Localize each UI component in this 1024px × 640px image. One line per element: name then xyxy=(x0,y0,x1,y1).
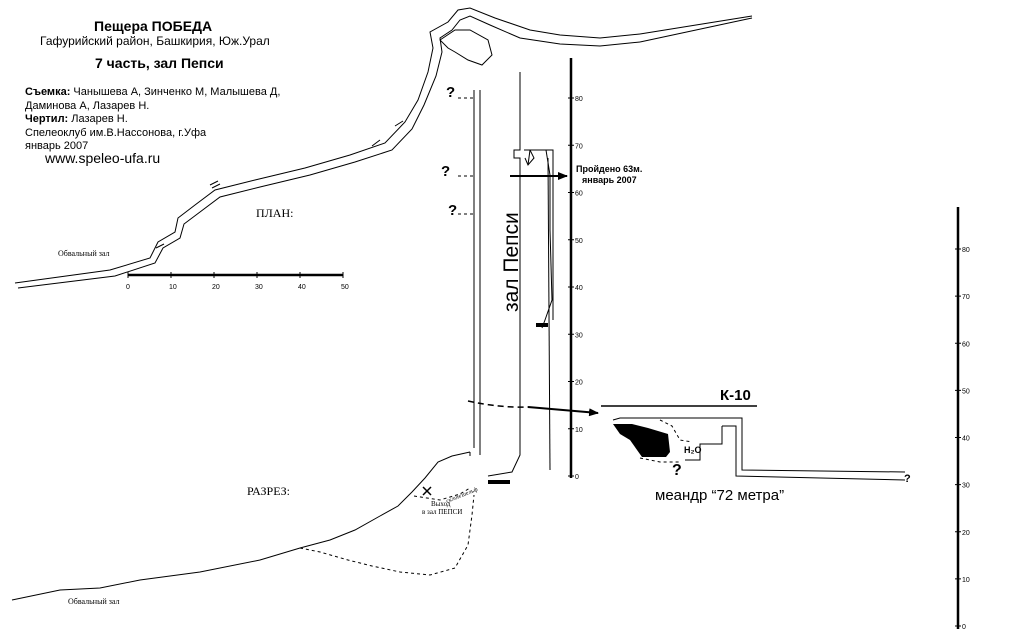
scale-tick-label: 80 xyxy=(962,247,970,254)
question-mark: ? xyxy=(441,163,450,180)
survey-line: Съемка: Чанышева А, Зинченко М, Малышева… xyxy=(25,86,280,100)
question-mark: ? xyxy=(672,462,682,479)
scale-tick-label: 10 xyxy=(169,284,177,291)
cave-title: Пещера ПОБЕДА xyxy=(94,18,213,34)
exit-label-2: в зал ПЕПСИ xyxy=(422,508,462,516)
scale-tick-label: 30 xyxy=(962,483,970,490)
part-title: 7 часть, зал Пепси xyxy=(95,55,224,71)
website-link[interactable]: www.speleo-ufa.ru xyxy=(45,150,161,166)
scale-tick-label: 20 xyxy=(575,380,583,387)
question-mark: ? xyxy=(448,202,457,219)
meander-name: меандр “72 метра” xyxy=(655,487,784,504)
plan-obval-label: Обвальный зал xyxy=(58,249,110,258)
section-label: РАЗРЕЗ: xyxy=(247,484,290,498)
meander-passage xyxy=(601,405,906,481)
scale-tick-label: 50 xyxy=(575,238,583,245)
scale-tick-label: 60 xyxy=(962,341,970,348)
passed-date: январь 2007 xyxy=(582,175,637,185)
survey-names-2: Даминова А, Лазарев Н. xyxy=(25,99,150,112)
survey-date: январь 2007 xyxy=(25,140,89,152)
hall-scale-bar: 0 10 20 30 40 50 60 70 80 xyxy=(568,58,583,481)
plan-label: ПЛАН: xyxy=(256,206,293,220)
meander-scale-bar: 0 10 20 30 40 50 60 70 80 xyxy=(955,207,970,631)
survey-names: Чанышева А, Зинченко М, Малышева Д, xyxy=(73,86,281,98)
scale-tick-label: 80 xyxy=(575,96,583,103)
scale-tick-label: 30 xyxy=(255,284,263,291)
cave-location: Гафурийский район, Башкирия, Юж.Урал xyxy=(40,34,270,48)
meander-dashed xyxy=(639,419,693,463)
scale-tick-label: 20 xyxy=(212,284,220,291)
scale-tick-label: 0 xyxy=(962,624,966,631)
club-name: Спелеоклуб им.В.Нассонова, г.Уфа xyxy=(25,126,207,139)
connection-arrow xyxy=(527,406,599,417)
scale-tick-label: 70 xyxy=(575,143,583,150)
drawn-line: Чертил: Лазарев Н. xyxy=(25,113,280,127)
section-passage xyxy=(11,451,471,601)
scale-tick-label: 0 xyxy=(126,284,130,291)
meander-sediment xyxy=(613,424,670,457)
scale-tick-label: 50 xyxy=(341,284,349,291)
credits-block: Съемка: Чанышева А, Зинченко М, Малышева… xyxy=(25,86,280,154)
scale-tick-label: 70 xyxy=(962,294,970,301)
scale-tick-label: 50 xyxy=(962,388,970,395)
scale-tick-label: 40 xyxy=(298,284,306,291)
exit-marker xyxy=(422,486,432,496)
question-mark: ? xyxy=(446,84,455,101)
water-label: H₂O xyxy=(684,445,702,455)
plan-passage xyxy=(14,7,753,289)
passed-label: Пройдено 63м. xyxy=(576,164,642,174)
scale-tick-label: 0 xyxy=(575,474,579,481)
scale-tick-label: 10 xyxy=(962,577,970,584)
hall-floor-block xyxy=(536,323,548,327)
hall-unknown-leads xyxy=(458,97,474,215)
plan-scale-bar: 0 10 20 30 40 50 xyxy=(126,272,349,291)
drawn-names: Лазарев Н. xyxy=(71,113,128,125)
hall-name: зал Пепси xyxy=(500,212,523,312)
section-obval-label: Обвальный зал xyxy=(68,597,120,606)
scale-tick-label: 10 xyxy=(575,427,583,434)
scale-tick-label: 40 xyxy=(575,285,583,292)
drawn-label: Чертил: xyxy=(25,113,69,125)
exit-label: Выход xyxy=(431,500,451,508)
connection-dashed-line xyxy=(467,400,529,408)
hall-floor-block-bottom xyxy=(488,480,510,484)
scale-tick-label: 30 xyxy=(575,332,583,339)
section-passage-dashed xyxy=(299,487,475,576)
scale-tick-label: 60 xyxy=(575,191,583,198)
question-mark: ? xyxy=(904,473,911,485)
scale-tick-label: 40 xyxy=(962,436,970,443)
survey-label: Съемка: xyxy=(25,86,71,98)
scale-tick-label: 20 xyxy=(962,530,970,537)
k10-label: К-10 xyxy=(720,387,751,404)
hall-walls xyxy=(473,72,554,477)
